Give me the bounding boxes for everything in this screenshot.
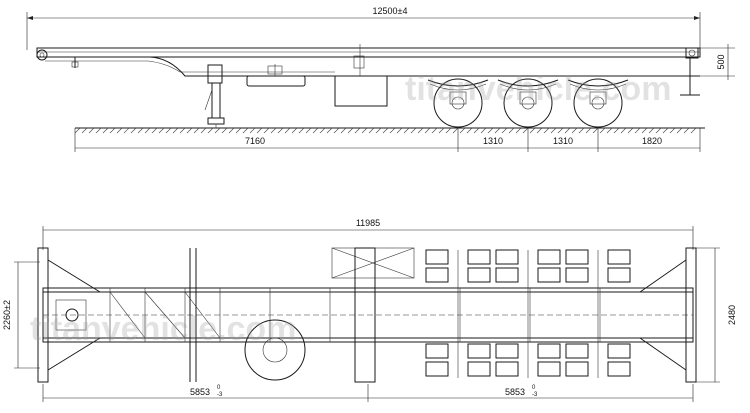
offset-dim-left-tol-lower: -3 <box>217 392 223 398</box>
side-view: 12500±4 <box>26 6 735 152</box>
ground-line <box>74 127 705 134</box>
height-dim-label: 500 <box>716 54 726 69</box>
top-overall-length-dimension: 11985 <box>42 218 694 250</box>
overall-length-label: 12500±4 <box>373 6 408 16</box>
landing-gear <box>204 64 225 128</box>
top-frame <box>37 247 697 383</box>
outer-width-dimension: 2480 <box>696 247 737 383</box>
trailer-frame-side <box>36 47 701 96</box>
inner-width-dimension: 2260±2 <box>2 261 40 369</box>
height-dimension: 500 <box>700 44 735 80</box>
segment-dimensions: 7160 1310 1310 1820 <box>74 128 701 152</box>
spare-tire-carrier <box>246 64 306 87</box>
top-view: 11985 <box>2 218 737 402</box>
offset-dim-left-tol-upper: 0 <box>217 385 221 391</box>
seg-dim-axle-1: 1310 <box>483 136 503 146</box>
offset-dim-left: 5853 <box>190 387 210 397</box>
outer-width-label: 2480 <box>727 305 737 325</box>
offset-dimensions: 5853 0 -3 5853 0 -3 <box>42 384 694 402</box>
watermark-side: titanvehicle.com <box>405 70 671 108</box>
top-wheels <box>425 249 631 378</box>
offset-dim-right-tol-upper: 0 <box>532 385 536 391</box>
offset-dim-right-tol-lower: -3 <box>532 392 538 398</box>
tool-box <box>334 44 388 107</box>
seg-dim-front: 7160 <box>245 136 265 146</box>
offset-dim-right: 5853 <box>505 387 525 397</box>
seg-dim-axle-2: 1310 <box>553 136 573 146</box>
seg-dim-rear: 1820 <box>642 136 662 146</box>
inner-width-label: 2260±2 <box>2 300 12 330</box>
overall-length-dimension: 12500±4 <box>26 6 701 50</box>
top-overall-length-label: 11985 <box>356 218 380 228</box>
watermark-top: titanvehicle.com <box>30 310 296 348</box>
suspension-axles <box>427 78 629 128</box>
